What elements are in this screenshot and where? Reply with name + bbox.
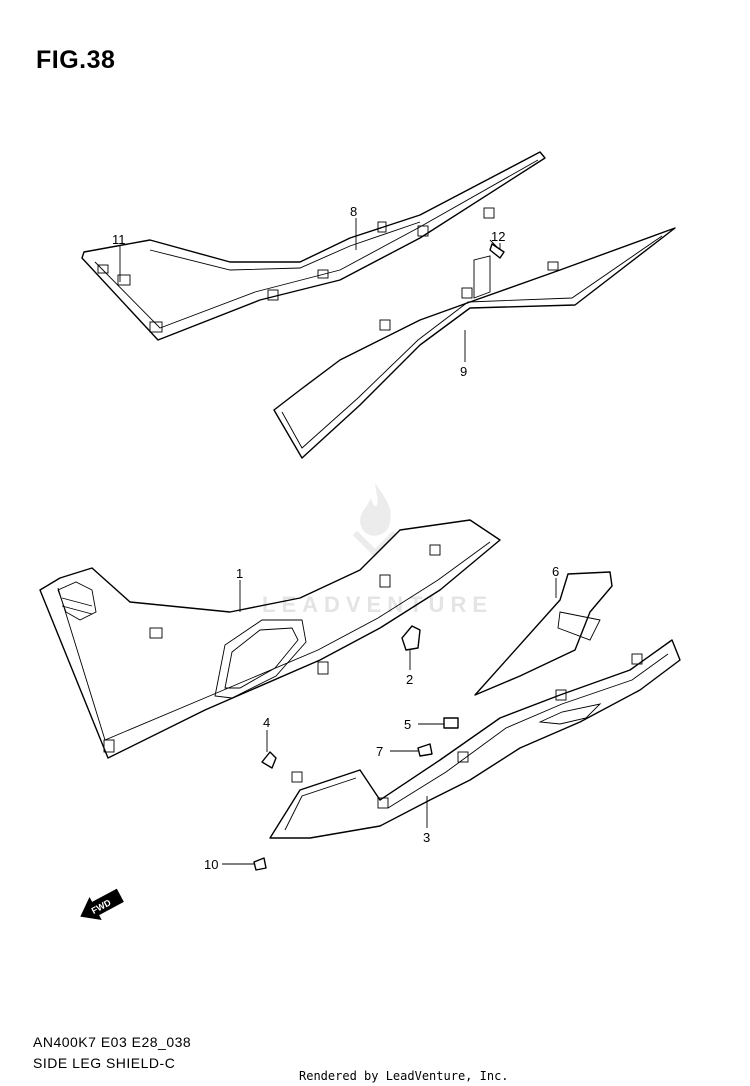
part-3-lower-shield (269, 639, 681, 839)
callout-11: 11 (112, 232, 126, 247)
part-8-upper-rail (81, 151, 546, 341)
callout-2: 2 (406, 672, 413, 687)
watermark: LEADVENTURE (262, 592, 494, 617)
part-4-clip (261, 751, 277, 769)
callout-5: 5 (404, 717, 411, 732)
part-10-screw (253, 857, 267, 871)
part-2-clip (401, 625, 421, 651)
part-7-screw (417, 743, 433, 757)
part-5-nut (443, 717, 459, 729)
callout-9: 9 (460, 364, 467, 379)
callout-1: 1 (236, 566, 243, 581)
model-code: AN400K7 E03 E28_038 (33, 1034, 192, 1050)
callout-10: 10 (204, 857, 218, 872)
callout-7: 7 (376, 744, 383, 759)
callout-12: 12 (491, 229, 505, 244)
part-9-lower-rail (273, 227, 676, 459)
figure-title: FIG.38 (36, 46, 116, 74)
callout-4: 4 (263, 715, 270, 730)
callout-6: 6 (552, 564, 559, 579)
callout-3: 3 (423, 830, 430, 845)
callout-8: 8 (350, 204, 357, 219)
watermark-flame-icon (352, 483, 398, 558)
rendered-by-credit: Rendered by LeadVenture, Inc. (299, 1069, 509, 1083)
section-name: SIDE LEG SHIELD-C (33, 1055, 176, 1071)
part-6-panel (474, 571, 613, 696)
part-1-side-leg-shield (39, 519, 501, 759)
fwd-arrow-icon: FWD (80, 888, 124, 920)
